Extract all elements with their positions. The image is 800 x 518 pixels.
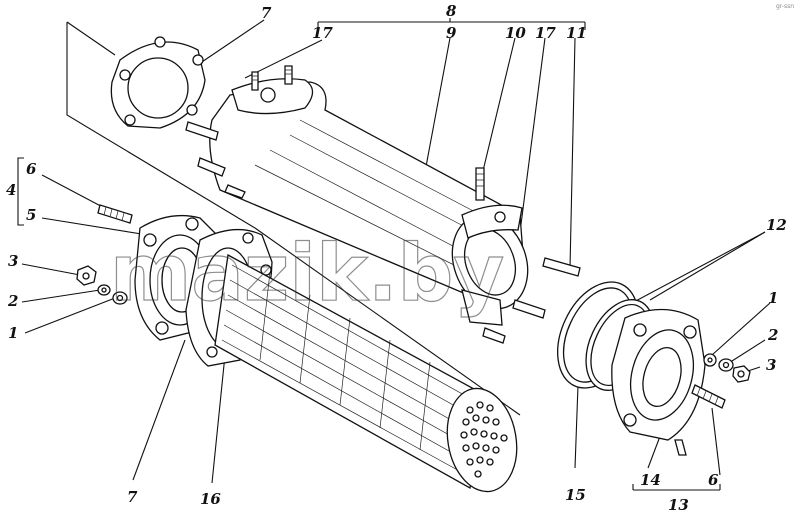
label-2-right: 2	[767, 326, 778, 344]
label-6-left: 6	[26, 160, 37, 178]
label-17-right: 17	[535, 24, 556, 42]
label-17-left: 17	[312, 24, 333, 42]
watermark-text: mazik.by	[110, 229, 504, 319]
flange-gasket-top	[110, 36, 206, 129]
corner-mark: gr-ssn	[776, 3, 794, 10]
callout-labels: 7 8 17 9 10 17 11 6 4 5 3 2 1 12 1 2 3 6…	[6, 2, 787, 514]
label-4: 4	[6, 181, 16, 199]
label-1-left: 1	[8, 324, 18, 342]
label-3-left: 3	[8, 252, 18, 270]
label-16: 16	[200, 490, 221, 508]
label-12: 12	[766, 216, 787, 234]
label-15: 15	[565, 486, 586, 504]
label-11: 11	[566, 24, 587, 42]
end-cover-right	[611, 308, 706, 456]
stud-left	[97, 204, 133, 224]
label-14: 14	[640, 471, 661, 489]
left-fasteners	[76, 265, 128, 305]
label-7-bottom: 7	[127, 488, 138, 506]
label-13: 13	[668, 496, 689, 514]
label-7-top: 7	[261, 4, 272, 22]
label-3-right: 3	[766, 356, 776, 374]
leader-lines	[17, 18, 771, 491]
label-1-right: 1	[768, 289, 778, 307]
label-2-left: 2	[7, 292, 18, 310]
cooler-housing	[185, 65, 581, 344]
label-10: 10	[505, 24, 526, 42]
right-fasteners	[691, 353, 751, 409]
tube-bundle	[214, 253, 518, 493]
label-8: 8	[446, 2, 457, 20]
tube-ends	[460, 401, 508, 478]
label-9: 9	[446, 24, 457, 42]
label-6-right: 6	[708, 471, 719, 489]
label-5: 5	[26, 206, 36, 224]
